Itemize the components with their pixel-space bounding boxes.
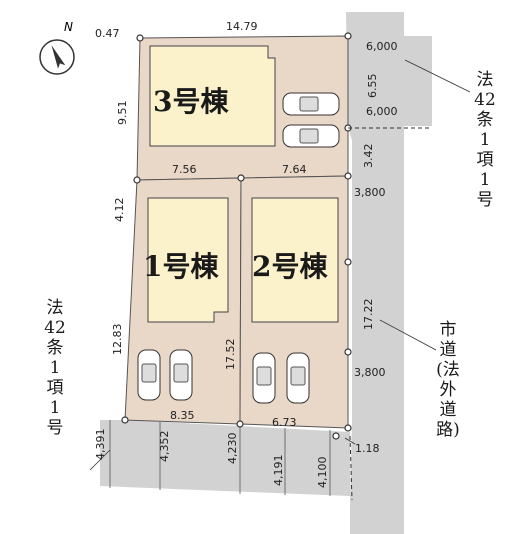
car-icon bbox=[282, 124, 340, 148]
dim-mid-right: 7.64 bbox=[282, 163, 307, 176]
upper-road-area bbox=[346, 36, 432, 126]
car-icon bbox=[252, 352, 276, 404]
dim-mid-left: 7.56 bbox=[172, 163, 197, 176]
leader-lines bbox=[89, 59, 471, 471]
dim-bottom-w4: 4,191 bbox=[272, 455, 285, 487]
city-road-label: 市道 (法外 道路) bbox=[436, 320, 460, 440]
dim-road-r4: 3.42 bbox=[362, 144, 375, 169]
compass-icon: N bbox=[34, 20, 80, 76]
dim-road-r2: 6.55 bbox=[366, 74, 379, 99]
dim-center-b2: 17.52 bbox=[224, 339, 237, 371]
dim-corner-br: 1.18 bbox=[355, 442, 380, 455]
building-1-footprint bbox=[147, 197, 229, 323]
dim-bottom-w2: 4,352 bbox=[158, 431, 171, 463]
dim-left-b3: 9.51 bbox=[116, 101, 129, 126]
dim-road-r1: 6,000 bbox=[366, 40, 398, 53]
dim-bottom-right: 6.73 bbox=[272, 416, 297, 429]
dim-top: 14.79 bbox=[226, 20, 258, 33]
dim-road-r3: 6,000 bbox=[366, 105, 398, 118]
car-icon bbox=[137, 349, 161, 401]
city-road-strip bbox=[346, 12, 404, 534]
car-icon bbox=[286, 352, 310, 404]
dim-bottom-w3: 4,230 bbox=[226, 433, 239, 465]
dim-bottom-w5: 4,100 bbox=[316, 457, 329, 489]
car-icon bbox=[282, 92, 340, 116]
dim-road-r5: 3,800 bbox=[354, 186, 386, 199]
building-1-label: 1号棟 bbox=[143, 250, 219, 283]
building-3-footprint bbox=[149, 45, 276, 147]
dim-road-r7: 3,800 bbox=[354, 366, 386, 379]
dim-road-r6: 17.22 bbox=[362, 299, 375, 331]
bottom-road-area bbox=[100, 420, 350, 496]
car-icon bbox=[169, 349, 193, 401]
dashed-boundary bbox=[348, 127, 432, 501]
building-2-footprint bbox=[251, 197, 339, 323]
building-3-label: 3号棟 bbox=[153, 85, 229, 118]
dim-bottom-left: 8.35 bbox=[170, 409, 195, 422]
dim-top-left: 0.47 bbox=[95, 27, 120, 40]
road-width-ticks bbox=[109, 420, 331, 496]
compass-north-letter: N bbox=[64, 20, 73, 34]
dim-left-upper: 4.12 bbox=[113, 198, 126, 223]
dim-left-b1: 12.83 bbox=[111, 324, 124, 356]
dim-bottom-w1: 4,391 bbox=[94, 429, 107, 461]
survey-points bbox=[121, 32, 352, 440]
building-2-label: 2号棟 bbox=[252, 250, 328, 283]
